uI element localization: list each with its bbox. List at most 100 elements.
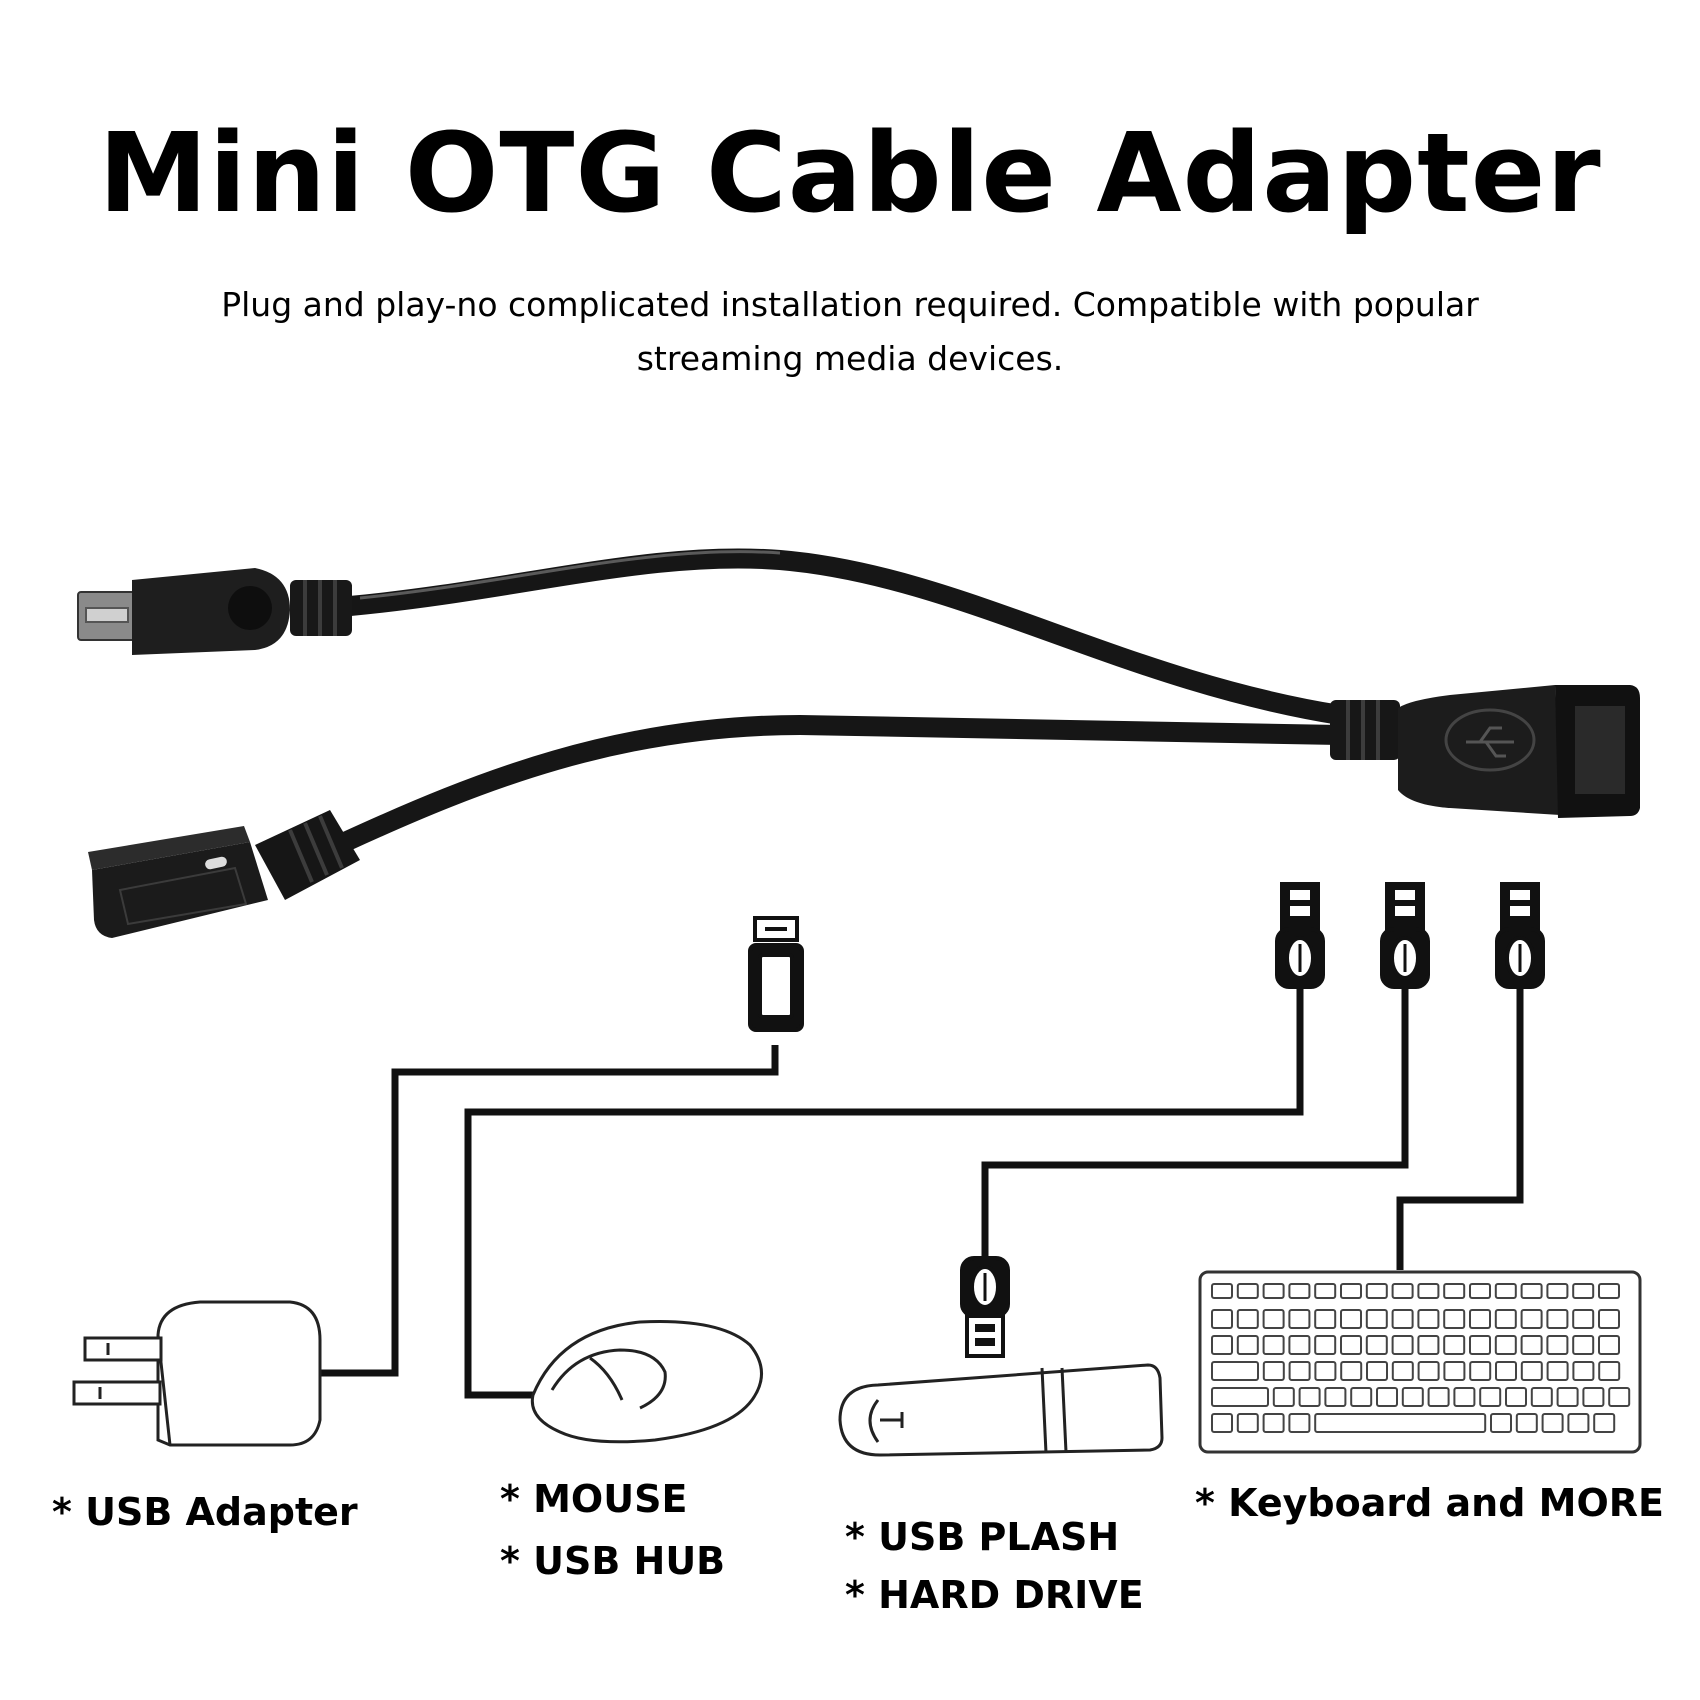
device-label-usb-adapter: * USB Adapter <box>52 1490 358 1534</box>
keyboard-key <box>1314 1335 1337 1355</box>
usb-flash-drive-icon <box>838 1363 1164 1457</box>
keyboard-key <box>1262 1283 1285 1299</box>
keyboard-key <box>1417 1335 1440 1355</box>
device-label-usb-flash: * USB PLASH <box>845 1515 1120 1559</box>
keyboard-key <box>1453 1387 1476 1407</box>
keyboard-key <box>1366 1361 1388 1381</box>
keyboard-key <box>1391 1361 1414 1381</box>
keyboard-key <box>1520 1335 1543 1355</box>
wall-plug-adapter-icon <box>72 1300 322 1447</box>
keyboard-key <box>1567 1413 1590 1433</box>
keyboard-key <box>1494 1335 1517 1355</box>
keyboard-key <box>1417 1283 1440 1299</box>
keyboard-key <box>1236 1335 1259 1355</box>
keyboard-key <box>1572 1309 1595 1329</box>
device-label-usb-hub: * USB HUB <box>500 1539 726 1583</box>
keyboard-key <box>1211 1361 1259 1381</box>
keyboard-key <box>1298 1387 1321 1407</box>
usb-plug-icon-3 <box>1495 882 1545 989</box>
keyboard-key <box>1211 1335 1233 1355</box>
keyboard-key <box>1495 1361 1517 1381</box>
keyboard-key <box>1262 1413 1285 1433</box>
keyboard-key <box>1598 1361 1621 1381</box>
keyboard-key <box>1443 1335 1466 1355</box>
keyboard-key <box>1494 1283 1517 1299</box>
keyboard-key <box>1546 1335 1569 1355</box>
micro-usb-female-socket-icon <box>88 810 360 938</box>
keyboard-key <box>1520 1361 1543 1381</box>
subtitle-line-1: Plug and play-no complicated installatio… <box>221 285 1479 324</box>
subtitle-line-2: streaming media devices. <box>636 339 1064 378</box>
keyboard-key <box>1314 1361 1337 1381</box>
keyboard-key <box>1365 1309 1388 1329</box>
keyboard-key <box>1340 1309 1362 1329</box>
keyboard-key <box>1236 1413 1259 1433</box>
keyboard-key <box>1314 1309 1337 1329</box>
keyboard-key <box>1530 1387 1553 1407</box>
keyboard-key <box>1288 1283 1311 1299</box>
keyboard-key <box>1340 1283 1362 1299</box>
device-label-mouse: * MOUSE <box>500 1477 688 1521</box>
connection-lines <box>310 940 1524 1399</box>
device-label-keyboard: * Keyboard and MORE <box>1195 1481 1665 1525</box>
keyboard-key <box>1314 1413 1487 1433</box>
keyboard-key <box>1505 1387 1527 1407</box>
keyboard-key <box>1520 1283 1543 1299</box>
keyboard-key <box>1494 1309 1517 1329</box>
page-title: Mini OTG Cable Adapter <box>98 109 1602 237</box>
keyboard-key <box>1598 1309 1620 1329</box>
keyboard-key <box>1490 1413 1512 1433</box>
keyboard-key <box>1262 1309 1285 1329</box>
keyboard-key <box>1340 1361 1363 1381</box>
device-label-hard-drive: * HARD DRIVE <box>845 1573 1144 1617</box>
keyboard-key <box>1469 1361 1492 1381</box>
keyboard-key <box>1288 1335 1311 1355</box>
keyboard-key <box>1598 1335 1620 1355</box>
keyboard-key <box>1469 1335 1491 1355</box>
keyboard-key <box>1211 1413 1233 1433</box>
usb-a-female-connector-icon <box>1330 685 1640 818</box>
keyboard-key <box>1211 1283 1233 1299</box>
keyboard-key <box>1324 1387 1347 1407</box>
keyboard-key <box>1417 1361 1440 1381</box>
usb-plug-icon-1 <box>1275 882 1325 989</box>
keyboard-key <box>1546 1283 1569 1299</box>
keyboard-key <box>1582 1387 1605 1407</box>
keyboard-key <box>1469 1283 1491 1299</box>
keyboard-key <box>1515 1413 1538 1433</box>
usb-plug-icon-2 <box>1380 882 1430 989</box>
keyboard-key <box>1340 1335 1362 1355</box>
keyboard-key <box>1443 1283 1466 1299</box>
keyboard-key <box>1288 1309 1311 1329</box>
mouse-icon <box>530 1320 763 1444</box>
usb-plug-icon-4 <box>960 1256 1010 1358</box>
keyboard-key <box>1572 1283 1595 1299</box>
keyboard-key <box>1593 1413 1616 1433</box>
keyboard-icon <box>1198 1270 1642 1454</box>
keyboard-key <box>1288 1361 1311 1381</box>
keyboard-key <box>1272 1387 1295 1407</box>
otg-cable <box>77 548 1640 938</box>
keyboard-key <box>1391 1283 1414 1299</box>
keyboard-key <box>1598 1283 1620 1299</box>
keyboard-key <box>1401 1387 1424 1407</box>
keyboard-key <box>1365 1283 1388 1299</box>
keyboard-key <box>1376 1387 1398 1407</box>
keyboard-key <box>1417 1309 1440 1329</box>
keyboard-key <box>1314 1283 1337 1299</box>
keyboard-key <box>1546 1309 1569 1329</box>
keyboard-key <box>1365 1335 1388 1355</box>
keyboard-key <box>1236 1283 1259 1299</box>
keyboard-key <box>1546 1361 1569 1381</box>
keyboard-key <box>1211 1309 1233 1329</box>
keyboard-key <box>1427 1387 1450 1407</box>
keyboard-key <box>1608 1387 1631 1407</box>
keyboard-key <box>1262 1361 1285 1381</box>
keyboard-key <box>1541 1413 1564 1433</box>
keyboard-key <box>1211 1387 1269 1407</box>
keyboard-key <box>1479 1387 1502 1407</box>
page-subtitle: Plug and play-no complicated installatio… <box>200 278 1500 386</box>
keyboard-key <box>1391 1309 1414 1329</box>
keyboard-key <box>1391 1335 1414 1355</box>
